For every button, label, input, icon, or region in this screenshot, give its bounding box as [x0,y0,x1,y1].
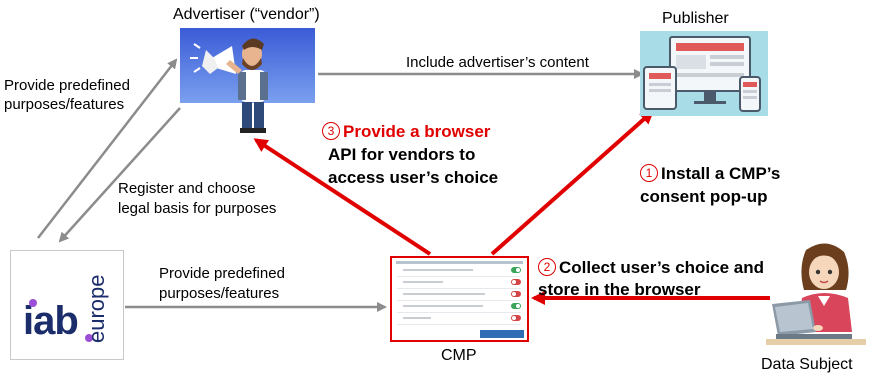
arrow-cmp-to-publisher [490,110,655,256]
step2-line2: store in the browser [538,280,701,299]
toggle-off-icon [511,279,521,285]
arrow-cmp-to-advertiser [253,138,432,256]
iab-europe-logo: iab europe [10,250,124,360]
iab-to-advertiser-label-line1: Provide predefined [4,77,130,94]
cmp-popup-header [396,261,523,264]
iab-to-advertiser-label-line2: purposes/features [4,96,125,113]
step3-number: 3 [322,122,340,140]
toggle-off-icon [511,315,521,321]
advertiser-megaphone-icon [180,28,315,133]
cmp-purpose-row [397,314,521,325]
toggle-off-icon [511,291,521,297]
cmp-consent-popup-icon [390,256,529,342]
cmp-label: CMP [441,347,477,364]
cmp-footer-link [396,331,430,337]
step1-line1: Install a CMP’s [661,164,781,183]
step3-line3: access user’s choice [328,168,499,187]
arrow-iab-to-advertiser [37,58,178,239]
data-subject-user-laptop-icon [766,243,866,345]
cmp-purpose-row [397,302,521,313]
data-subject-label: Data Subject [761,356,853,373]
step1-number: 1 [640,164,658,182]
iab-to-cmp-label-line2: purposes/features [159,285,280,302]
step3-line1: Provide a browser [343,122,491,141]
cmp-purpose-row [397,290,521,301]
step1-line2: consent pop-up [640,187,768,206]
register-label-line1: Register and choose [118,180,256,197]
toggle-on-icon [511,303,521,309]
toggle-on-icon [511,267,521,273]
publisher-label: Publisher [662,10,729,27]
iab-dot-icon [85,334,93,342]
include-content-label: Include advertiser’s content [406,54,589,71]
arrow-advertiser-to-iab [58,107,181,243]
step2-number: 2 [538,258,556,276]
advertiser-label: Advertiser (“vendor”) [173,6,320,23]
step2-line1: Collect user’s choice and [559,258,765,277]
cmp-save-button-icon [480,330,524,338]
publisher-devices-icon [640,31,768,116]
step3-line2: API for vendors to [328,145,476,164]
register-label-line2: legal basis for purposes [118,200,277,217]
cmp-purpose-row [397,278,521,289]
iab-logo-europe: europe [84,274,109,343]
iab-dot-icon [29,299,37,307]
cmp-purpose-row [397,266,521,277]
iab-to-cmp-label-line1: Provide predefined [159,265,285,282]
